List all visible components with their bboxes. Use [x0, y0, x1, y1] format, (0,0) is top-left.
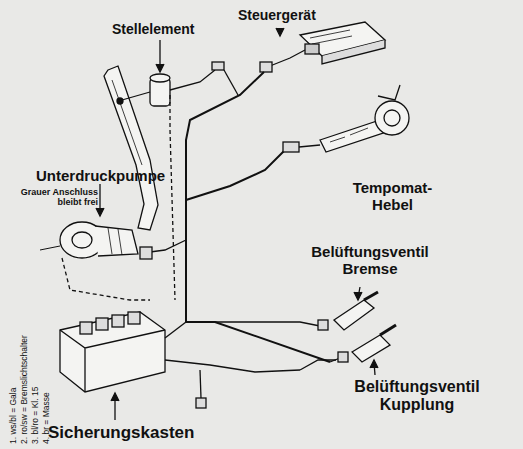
- part-label: Sicherungskasten: [48, 424, 258, 443]
- wire-note-block: 1. ws/bl = Gala2. ro/sw = Bremslichtscha…: [8, 309, 52, 444]
- wire-note: 2. ro/sw = Bremslichtschalter: [19, 309, 30, 444]
- wire-note: 3. bl/ro = Kl. 15: [30, 309, 41, 444]
- part-label: Steuergerät: [238, 8, 348, 23]
- part-label: Belüftungsventil Kupplung: [322, 378, 512, 413]
- part-label: Tempomat-Hebel: [345, 180, 440, 213]
- note-label: Grauer Anschluss bleibt frei: [2, 188, 98, 208]
- part-label: Unterdruckpumpe: [36, 168, 186, 185]
- part-label: Stellelement: [112, 22, 222, 37]
- wire-note: 1. ws/bl = Gala: [8, 309, 19, 444]
- part-label: Belüftungsventil Bremse: [290, 244, 450, 277]
